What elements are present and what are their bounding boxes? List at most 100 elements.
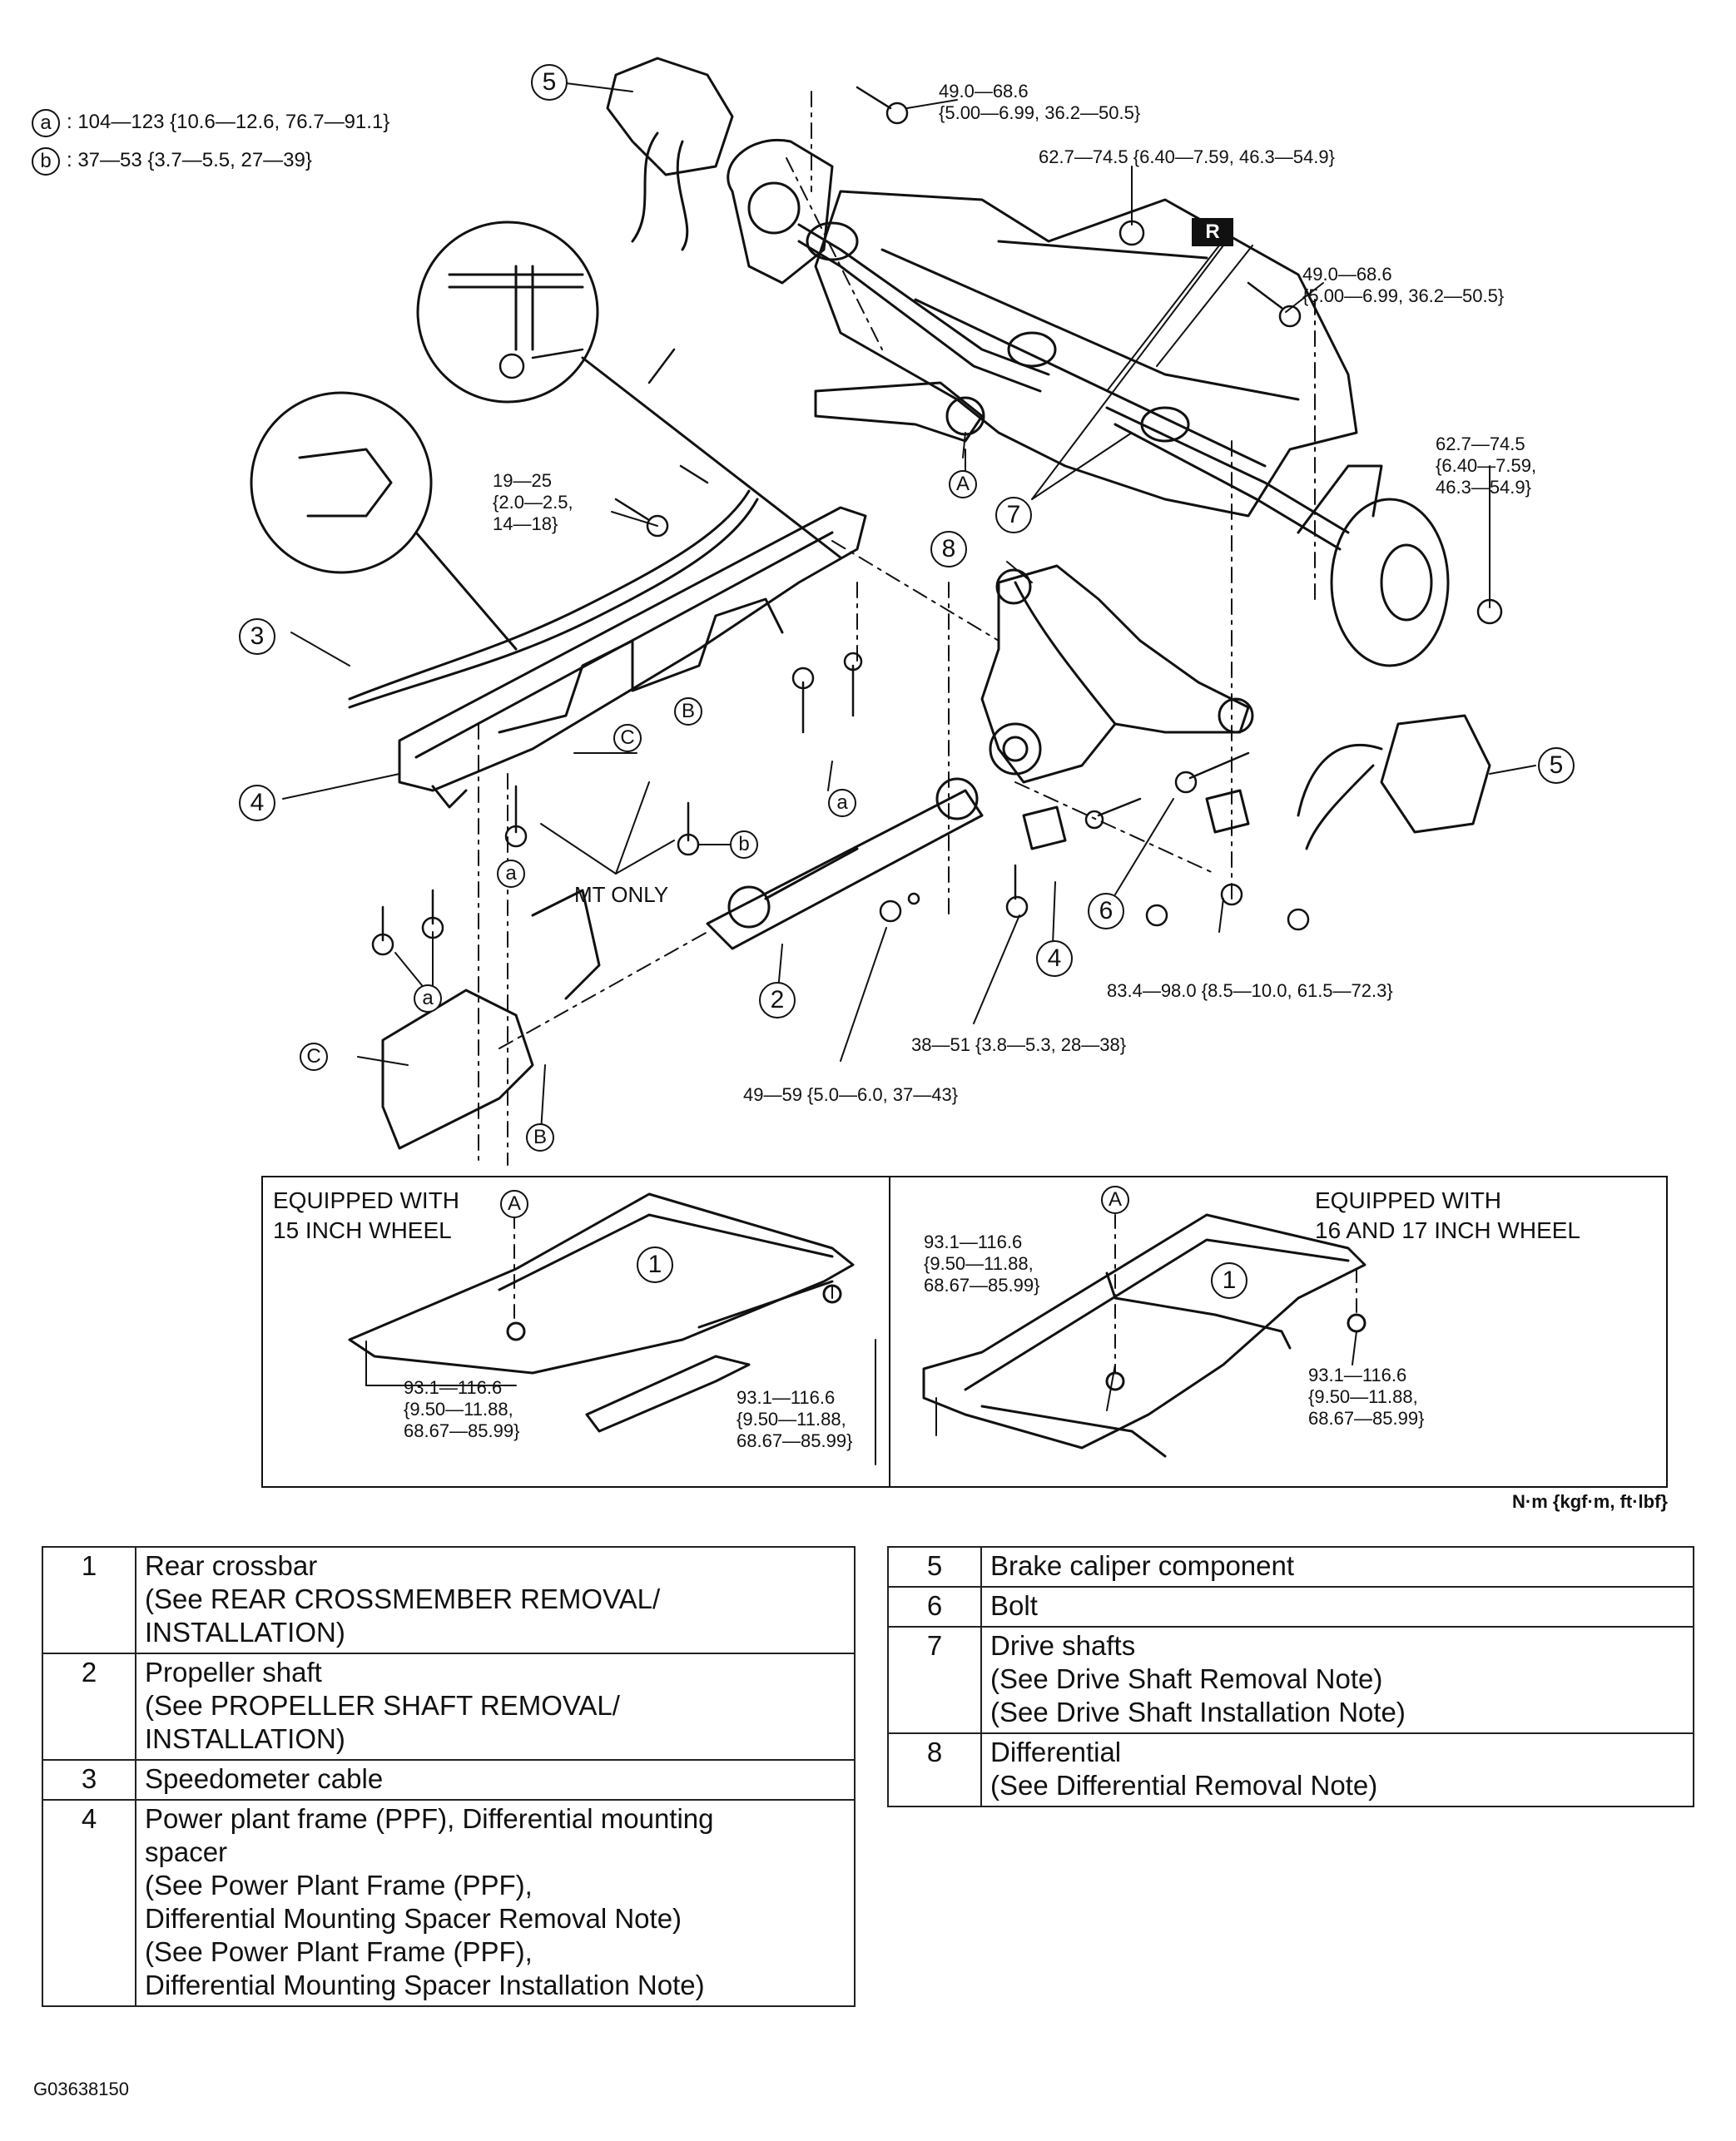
legend-value-a: : 104—123 {10.6—12.6, 76.7—91.1} [67,111,390,133]
part-number: 5 [887,1546,982,1588]
part-description-line: Power plant frame (PPF), Differential mo… [145,1803,714,1834]
propeller-shaft [706,789,984,950]
power-plant-frame [398,506,867,792]
drive-shaft-right [1105,406,1350,534]
callout-C-trans: C [300,1043,328,1071]
left-brake-caliper [606,57,734,176]
parts-row: 5 Brake caliper component [887,1546,1694,1588]
callout-2: 2 [759,982,796,1018]
part-description: Brake caliper component [980,1546,1694,1588]
torque-diff-nut: 83.4—98.0 {8.5—10.0, 61.5—72.3} [1107,980,1393,1001]
detail-view-lower [250,391,433,574]
callout-4-left: 4 [239,785,275,821]
part-description: Speedometer cable [135,1759,856,1801]
torque-prop-nut: 49—59 {5.0—6.0, 37—43} [743,1084,959,1105]
image-code: G03638150 [33,2079,129,2099]
parts-row: 6 Bolt [887,1586,1694,1628]
callout-B-frame: B [674,697,702,726]
inset-callout-1-right: 1 [1211,1262,1247,1299]
part-description-line: Rear crossbar [145,1550,318,1581]
part-description-line: (See Drive Shaft Removal Note) [990,1663,1383,1694]
part-description-line: Speedometer cable [145,1763,384,1794]
callout-b-bolt: b [730,830,758,859]
part-description-line: Brake caliper component [990,1550,1295,1581]
inset-torque-right-2: 93.1—116.6 {9.50—11.88, 68.67—85.99} [1308,1365,1425,1429]
part-description-line: (See Power Plant Frame (PPF), [145,1870,533,1901]
parts-row: 4 Power plant frame (PPF), Differential m… [42,1799,856,2007]
part-description: Drive shafts(See Drive Shaft Removal Not… [980,1626,1694,1734]
part-description-line: (See REAR CROSSMEMBER REMOVAL/ [145,1583,661,1614]
callout-7: 7 [995,497,1032,533]
callout-8: 8 [930,531,967,567]
detail-view-upper [416,221,599,404]
part-description: Power plant frame (PPF), Differential mo… [135,1799,856,2007]
part-number: 3 [42,1759,136,1801]
part-description-line: Differential [990,1737,1122,1767]
callout-a-ppf: a [414,984,442,1013]
inset-divider [889,1176,890,1488]
crossbar-16-17in [922,1213,1366,1450]
part-number: 1 [42,1546,136,1654]
part-number: 2 [42,1653,136,1761]
inset-callout-A-right: A [1101,1186,1129,1214]
torque-right-bolt: 49.0—68.6 {5.00—6.99, 36.2—50.5} [1302,264,1505,306]
exploded-diagram [250,57,1536,1465]
differential [980,564,1250,784]
part-description-line: INSTALLATION) [145,1617,345,1648]
part-description-line: Propeller shaft [145,1657,322,1688]
callout-3: 3 [239,618,275,655]
part-number: 4 [42,1799,136,2007]
part-description-line: (See Power Plant Frame (PPF), [145,1936,533,1967]
part-description-line: Bolt [990,1590,1038,1621]
callout-5-top: 5 [531,64,568,101]
callout-B-trans: B [526,1123,554,1152]
mt-only-label: MT ONLY [574,882,669,907]
torque-right-nut: 62.7—74.5 {6.40—7.59, 46.3—54.9} [1436,434,1537,498]
crossbar-variants-inset [261,1176,1668,1488]
part-description: Propeller shaft(See PROPELLER SHAFT REMO… [135,1653,856,1761]
right-brake-caliper [1380,714,1491,834]
part-number: 6 [887,1586,982,1628]
part-description-line: (See PROPELLER SHAFT REMOVAL/ [145,1690,620,1721]
torque-diff-bolt: 38—51 {3.8—5.3, 28—38} [911,1034,1127,1055]
speedometer-cable [348,489,751,701]
legend-symbol-b: b [32,147,60,176]
callout-a-mt: a [497,860,525,888]
right-brake-rotor [1330,498,1450,667]
torque-top-nut: 62.7—74.5 {6.40—7.59, 46.3—54.9} [1039,146,1335,167]
part-description-line: INSTALLATION) [145,1723,345,1754]
part-description-line: (See Drive Shaft Installation Note) [990,1697,1406,1727]
callout-4-bottom: 4 [1036,940,1073,977]
part-description: Bolt [980,1586,1694,1628]
part-description-line: Differential Mounting Spacer Removal Not… [145,1903,682,1934]
callout-C-frame: C [613,724,642,752]
part-description: Differential(See Differential Removal No… [980,1732,1694,1807]
torque-left-bolt: 19—25 {2.0—2.5, 14—18} [493,470,573,534]
callout-6: 6 [1088,893,1124,929]
callout-5-right: 5 [1538,747,1575,784]
callout-a-diff: a [828,789,856,817]
inset-right-title: EQUIPPED WITH 16 AND 17 INCH WHEEL [1315,1187,1580,1243]
part-number: 8 [887,1732,982,1807]
part-description-line: (See Differential Removal Note) [990,1770,1378,1801]
inset-callout-A-left: A [500,1190,528,1218]
callout-R-box: R [1192,218,1233,246]
part-number: 7 [887,1626,982,1734]
inset-torque-left-1: 93.1—116.6 {9.50—11.88, 68.67—85.99} [404,1377,520,1441]
part-description-line: spacer [145,1836,228,1867]
part-description: Rear crossbar(See REAR CROSSMEMBER REMOV… [135,1546,856,1654]
transmission [381,989,534,1150]
part-description-line: Differential Mounting Spacer Installatio… [145,1970,705,2000]
units-note: N·m {kgf·m, ft·lbf} [1512,1491,1668,1512]
torque-top-bolt: 49.0—68.6 {5.00—6.99, 36.2—50.5} [939,81,1141,123]
drive-shaft-left [797,223,1050,376]
part-description-line: Drive shafts [990,1630,1136,1661]
inset-torque-left-2: 93.1—116.6 {9.50—11.88, 68.67—85.99} [737,1387,853,1451]
crossbar-15in [348,1192,855,1375]
legend-value-b: : 37—53 {3.7—5.5, 27—39} [67,149,312,171]
